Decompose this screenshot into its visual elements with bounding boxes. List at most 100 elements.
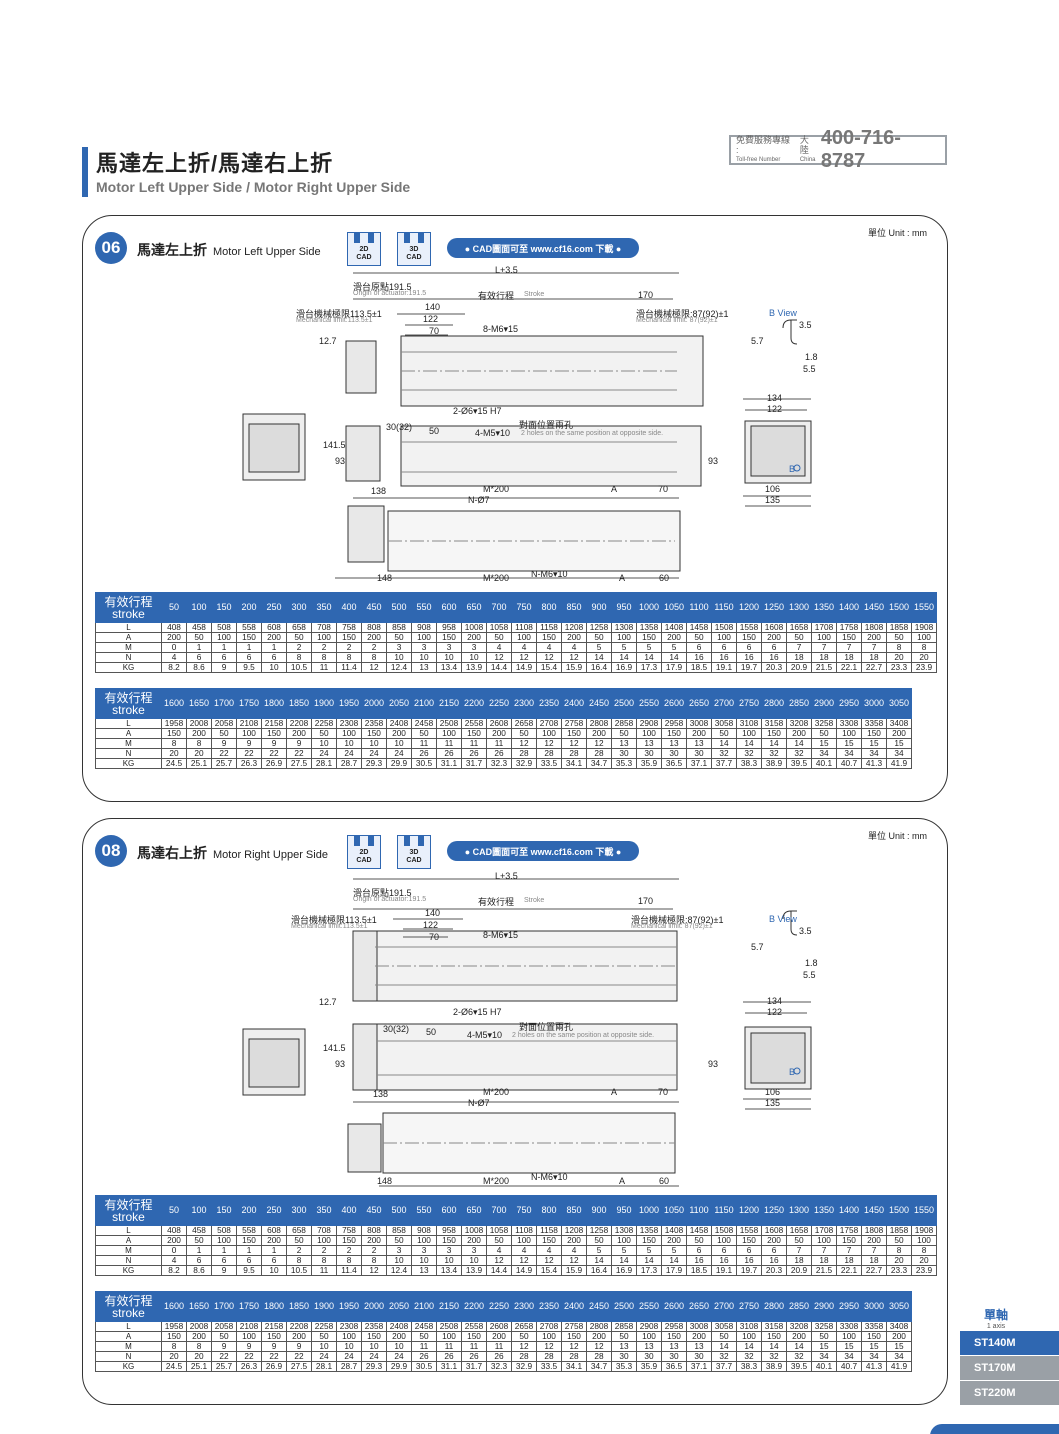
dim-d3032: 30(32) [383, 1024, 410, 1034]
dim-d35: 3.5 [799, 926, 812, 936]
stroke-cell: 2500 [611, 688, 637, 719]
stroke-cell: 1000 [636, 1195, 662, 1226]
dim-d1415: 141.5 [323, 440, 346, 450]
cad-download-link[interactable]: ● CAD圖面可至 www.cf16.com 下載 ● [447, 238, 639, 258]
dim-d55: 5.5 [803, 970, 816, 980]
stroke-cell: 200 [236, 592, 262, 623]
stroke-cell: 750 [511, 592, 537, 623]
dim-d134: 134 [767, 393, 783, 403]
stroke-cell: 1850 [286, 1291, 312, 1322]
stroke-cell: 1150 [711, 592, 737, 623]
dim-d93: 93 [335, 456, 346, 466]
dim-d57: 5.7 [751, 942, 764, 952]
dim-d138: 138 [373, 1089, 389, 1099]
dim-holes_zh: 對面位置兩孔 [519, 1022, 574, 1032]
stroke-cell: 800 [536, 592, 562, 623]
dim-L: L+3.5 [495, 871, 518, 881]
unit-label: 單位 Unit : mm [867, 228, 927, 238]
technical-drawing [242, 878, 812, 1187]
dim-stroke_zh: 有效行程 [478, 291, 515, 301]
motor-block-side [352, 930, 378, 1002]
stroke-cell: 2700 [711, 1291, 737, 1322]
dim-d70b: 70 [658, 1087, 669, 1097]
stroke-cell: 1500 [886, 1195, 912, 1226]
stroke-cell: 1300 [786, 1195, 812, 1226]
stroke-cell: 2700 [711, 688, 737, 719]
dim-d70: 70 [429, 932, 440, 942]
dim-d93: 93 [708, 1059, 719, 1069]
stroke-cell: 1450 [861, 1195, 887, 1226]
dim-d50: 50 [429, 426, 440, 436]
side-tab-st140m[interactable]: ST140M [960, 1331, 1059, 1355]
stroke-cell: 2250 [486, 688, 512, 719]
stroke-cell: 50 [161, 592, 187, 623]
side-tab-st170m[interactable]: ST170M [960, 1356, 1059, 1380]
page-title: 馬達左上折/馬達右上折 [96, 151, 334, 176]
dim-d127: 12.7 [319, 336, 337, 346]
dim-mech_r_en: Mechanical limit: 87(92)±1 [636, 317, 718, 324]
dim-stroke_en: Stroke [524, 291, 545, 298]
section-number: 06 [95, 232, 127, 264]
stroke-cell: 1350 [811, 1195, 837, 1226]
stroke-cell: 500 [386, 592, 412, 623]
stroke-cell: 1900 [311, 1291, 337, 1322]
stroke-cell: 2950 [836, 1291, 862, 1322]
dim-m200: M*200 [483, 1176, 510, 1186]
dim-m5: 4-M5▾10 [467, 1030, 503, 1040]
dim-bview: B View [769, 308, 797, 318]
stroke-cell: 2100 [411, 1291, 437, 1322]
stroke-cell: 1100 [686, 1195, 712, 1226]
dim-d170: 170 [638, 896, 654, 906]
side-tab-st220m[interactable]: ST220M [960, 1381, 1059, 1405]
dim-nm6: N-M6▾10 [531, 569, 568, 579]
stroke-cell: 2900 [811, 1291, 837, 1322]
stroke-cell: 500 [386, 1195, 412, 1226]
stroke-cell: 1600 [161, 688, 187, 719]
dim-nm6: N-M6▾10 [531, 1172, 568, 1182]
stroke-cell: 2350 [536, 688, 562, 719]
stroke-cell: 100 [186, 592, 212, 623]
cad-download-link[interactable]: ● CAD圖面可至 www.cf16.com 下載 ● [447, 841, 639, 861]
stroke-cell: 2650 [686, 688, 712, 719]
actuator-body-top [376, 1023, 678, 1091]
motor-block-top [345, 425, 381, 482]
page-subtitle: Motor Left Upper Side / Motor Right Uppe… [96, 179, 411, 195]
stroke-cell: 2200 [461, 688, 487, 719]
dim-d60: 60 [659, 1176, 670, 1186]
stroke-cell: 850 [561, 592, 587, 623]
dim-d106: 106 [765, 484, 781, 494]
stroke-cell: 1650 [186, 1291, 212, 1322]
dim-m200: M*200 [483, 484, 510, 494]
stroke-cell: 2050 [386, 1291, 412, 1322]
dim-m200: M*200 [483, 1087, 510, 1097]
dim-d106: 106 [765, 1087, 781, 1097]
stroke-cell: 3050 [886, 1291, 912, 1322]
dim-d93: 93 [708, 456, 719, 466]
stroke-cell: 2500 [611, 1291, 637, 1322]
stroke-cell: 1150 [711, 1195, 737, 1226]
stroke-cell: 2200 [461, 1291, 487, 1322]
stroke-cell: 900 [586, 1195, 612, 1226]
stroke-cell: 1500 [886, 592, 912, 623]
technical-drawing [242, 272, 812, 579]
stroke-cell: 2350 [536, 1291, 562, 1322]
stroke-cell: 2150 [436, 688, 462, 719]
dim-origin_zh: 滑台原點191.5 [353, 282, 412, 292]
stroke-cell: 2600 [661, 688, 687, 719]
stroke-cell: 550 [411, 1195, 437, 1226]
